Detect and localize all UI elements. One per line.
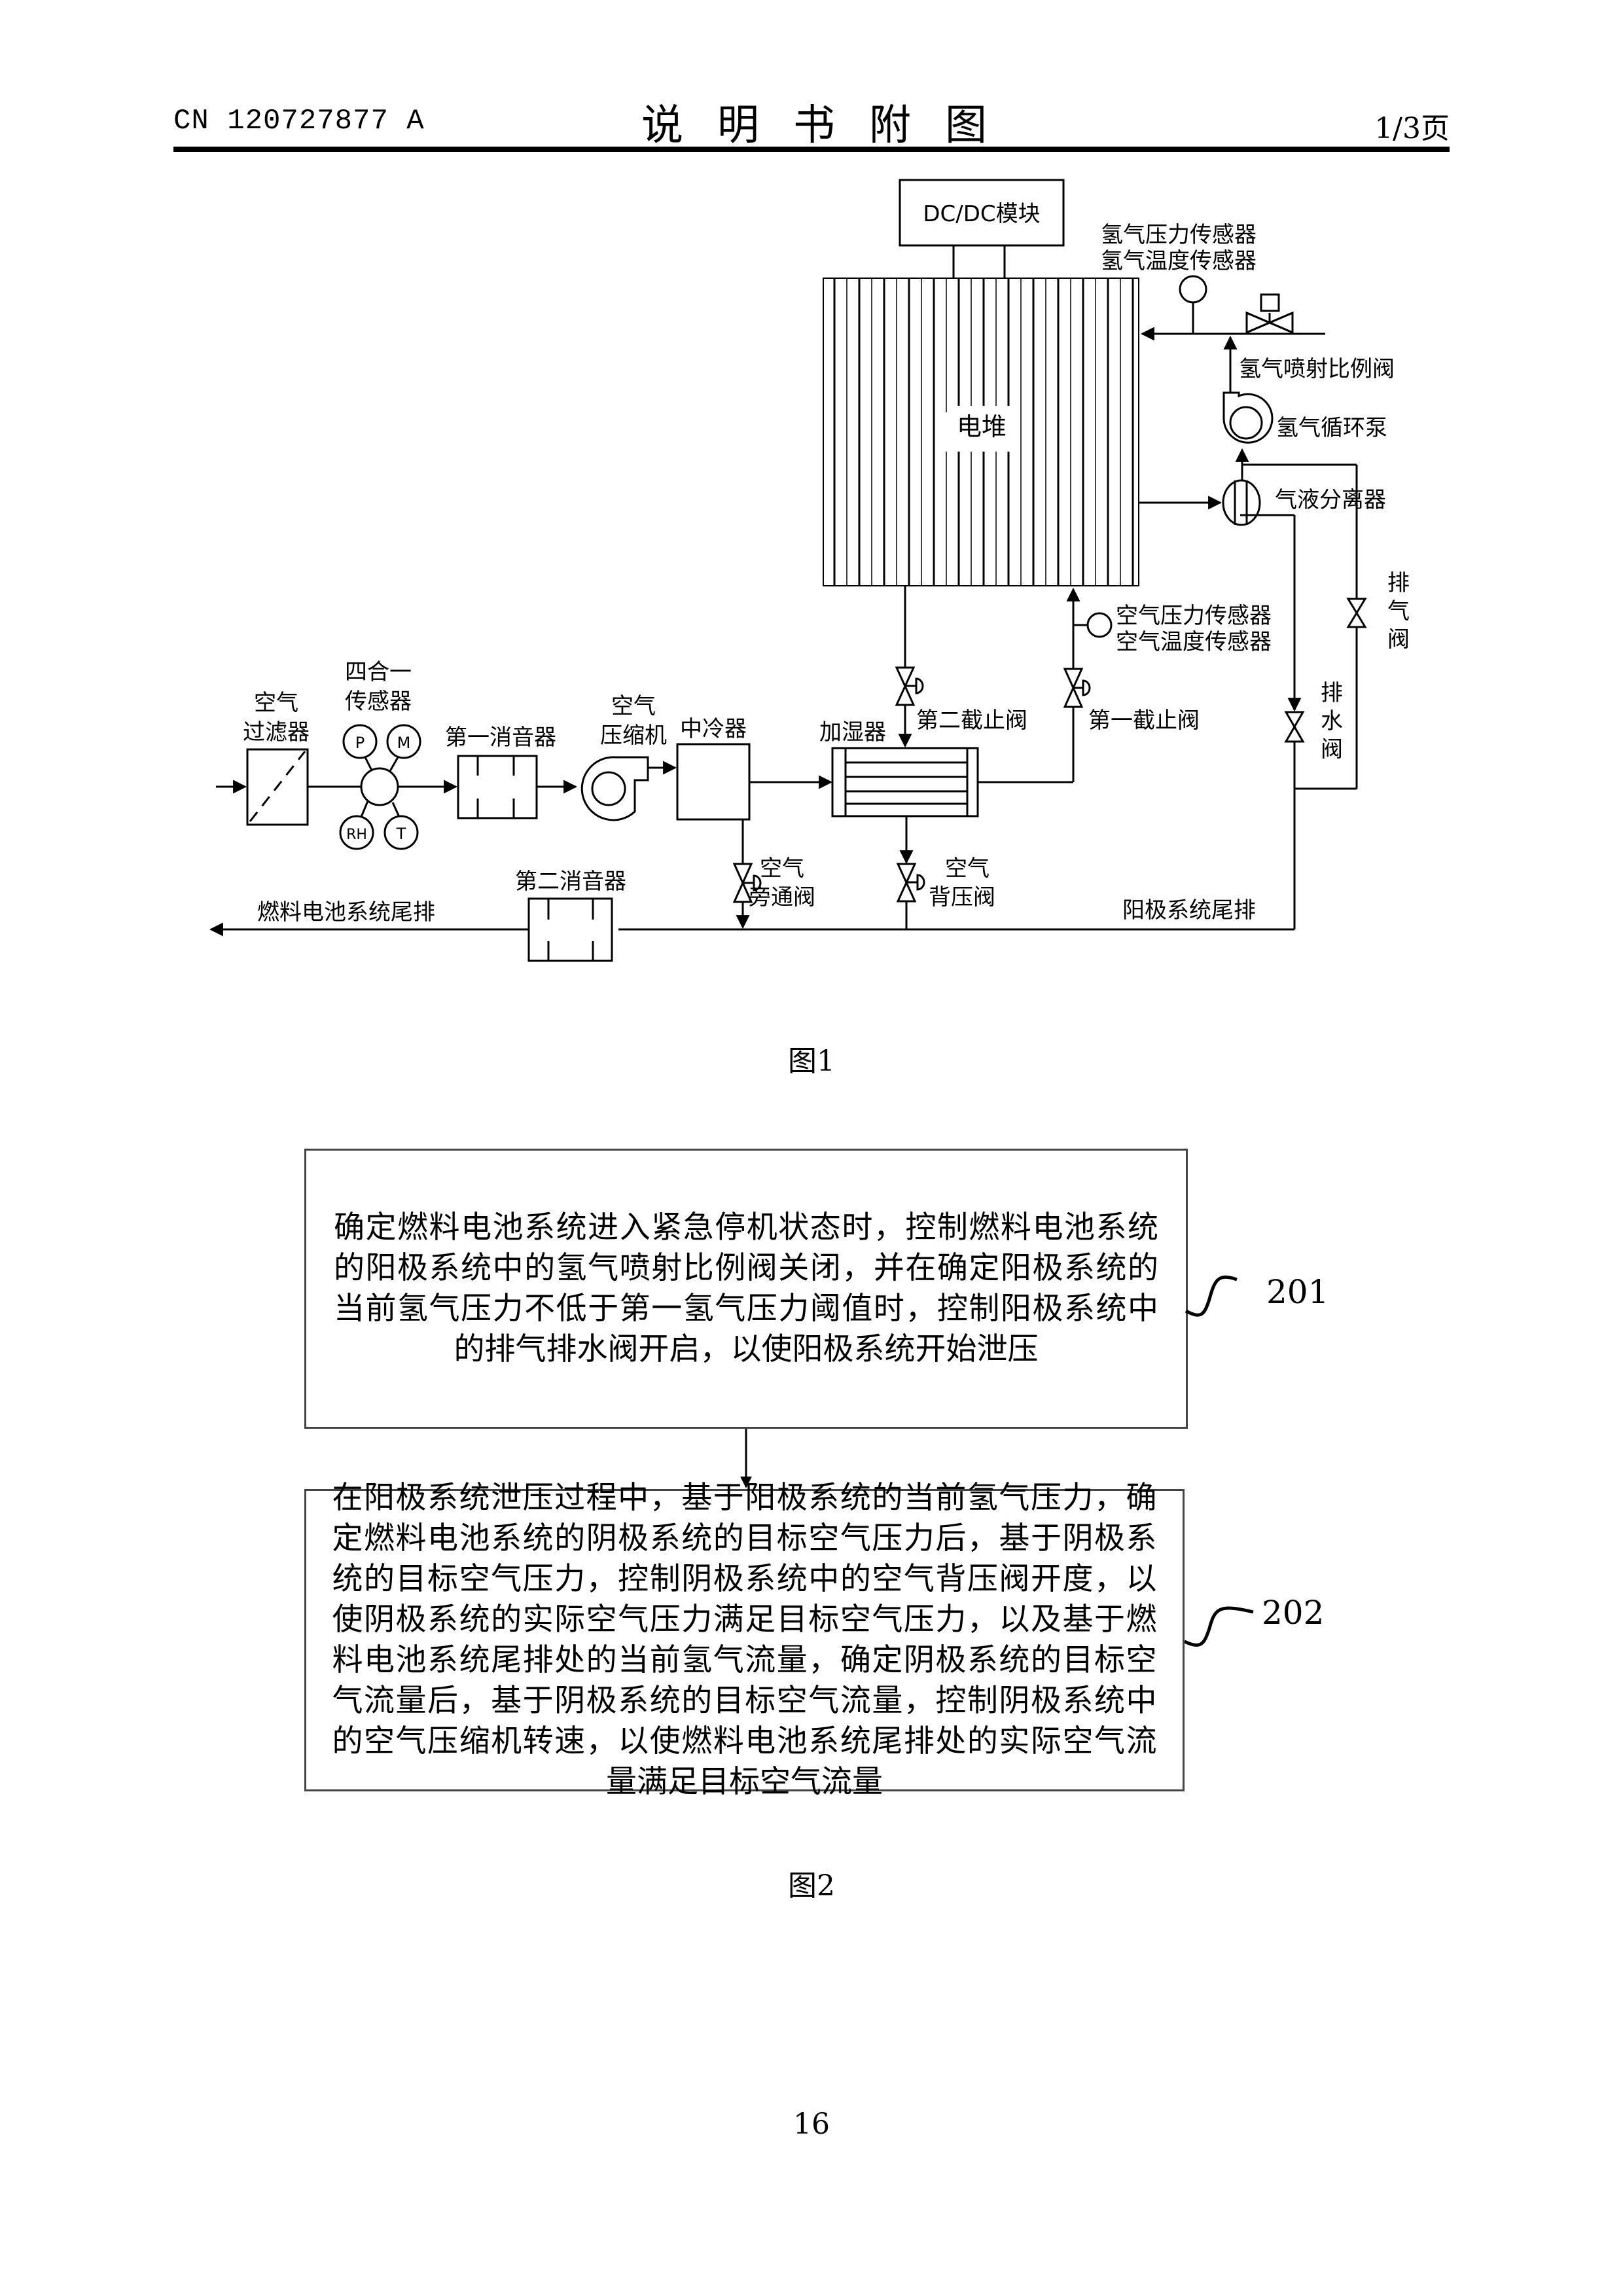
step-ref-201: 201 (1266, 1273, 1329, 1311)
page-number: 16 (779, 2108, 844, 2141)
figure-2-caption: 图2 (713, 1862, 910, 1904)
step-ref-202: 202 (1262, 1594, 1324, 1632)
callout-202-squiggle (1185, 1608, 1253, 1645)
flow-step-202: 在阳极系统泄压过程中，基于阳极系统的当前氢气压力，确定燃料电池系统的阴极系统的目… (304, 1489, 1185, 1791)
flow-step-202-text: 在阳极系统泄压过程中，基于阳极系统的当前氢气压力，确定燃料电池系统的阴极系统的目… (332, 1478, 1157, 1803)
callout-201-squiggle (1186, 1277, 1237, 1315)
